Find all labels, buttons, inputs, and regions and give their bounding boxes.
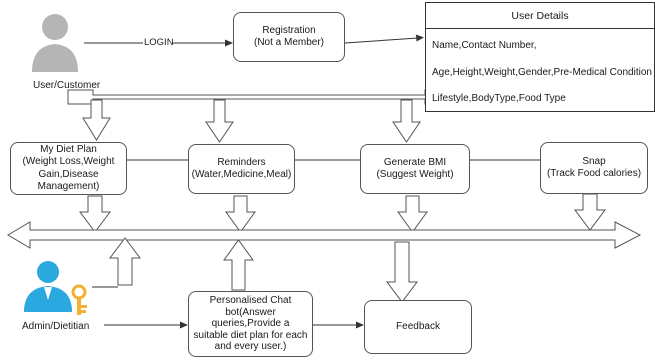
chatbot-line: queries,Provide a xyxy=(211,318,290,330)
feedback-box[interactable]: Feedback xyxy=(364,300,472,354)
chatbot-line: suitable diet plan for each xyxy=(193,329,308,341)
bmi-title: Generate BMI xyxy=(383,156,447,168)
user-details-row: Age,Height,Weight,Gender,Pre-Medical Con… xyxy=(432,67,652,78)
top-bus xyxy=(67,89,451,105)
snap-title: Snap xyxy=(582,155,606,167)
diet-plan-line: (Weight Loss,Weight xyxy=(22,156,115,168)
login-label: LOGIN xyxy=(144,37,174,48)
reminders-box[interactable]: Reminders (Water,Medicine,Meal) xyxy=(188,144,295,194)
middle-bus xyxy=(7,221,642,249)
login-connector xyxy=(84,39,233,47)
snap-subtitle: (Track Food calories) xyxy=(546,168,642,179)
user-details-row: Name,Contact Number, xyxy=(432,40,537,51)
admin-connectors xyxy=(92,286,183,326)
chatbot-line: Personalised Chat xyxy=(209,295,292,307)
chatbot-to-feedback-arrow xyxy=(313,321,364,329)
bmi-subtitle: (Suggest Weight) xyxy=(376,169,454,180)
registration-title: Registration xyxy=(262,24,316,36)
feedback-label: Feedback xyxy=(396,320,440,332)
admin-key-icon xyxy=(24,261,87,315)
mid-down-arrows xyxy=(79,193,606,233)
person-icon xyxy=(32,14,78,72)
registration-box[interactable]: Registration (Not a Member) xyxy=(233,12,345,62)
bus-to-feedback-arrow xyxy=(386,241,418,303)
registration-to-details-arrow xyxy=(344,34,424,44)
user-label: User/Customer xyxy=(33,80,101,91)
diet-plan-box[interactable]: My Diet Plan (Weight Loss,Weight Gain,Di… xyxy=(10,142,127,195)
registration-subtitle: (Not a Member) xyxy=(253,37,324,48)
chatbot-line: bot(Answer xyxy=(225,306,276,318)
user-details-title: User Details xyxy=(426,3,654,29)
reminders-title: Reminders xyxy=(217,156,266,168)
admin-label: Admin/Dietitian xyxy=(22,321,90,332)
chatbot-box[interactable]: Personalised Chat bot(Answer queries,Pro… xyxy=(188,291,313,357)
top-down-arrows xyxy=(82,99,421,143)
diet-plan-line: My Diet Plan xyxy=(40,144,97,156)
reminders-subtitle: (Water,Medicine,Meal) xyxy=(191,169,292,180)
snap-box[interactable]: Snap (Track Food calories) xyxy=(540,142,648,194)
up-arrows xyxy=(109,237,254,291)
diet-plan-line: Gain,Disease xyxy=(38,168,99,180)
user-details-row: Lifestyle,BodyType,Food Type xyxy=(432,93,566,104)
bmi-box[interactable]: Generate BMI (Suggest Weight) xyxy=(360,144,470,194)
diet-plan-line: Management) xyxy=(37,180,100,192)
chatbot-line: and every user.) xyxy=(214,341,287,353)
admin-to-chatbot-arrowhead xyxy=(180,321,188,329)
user-details-box: User Details Name,Contact Number, Age,He… xyxy=(425,2,655,112)
